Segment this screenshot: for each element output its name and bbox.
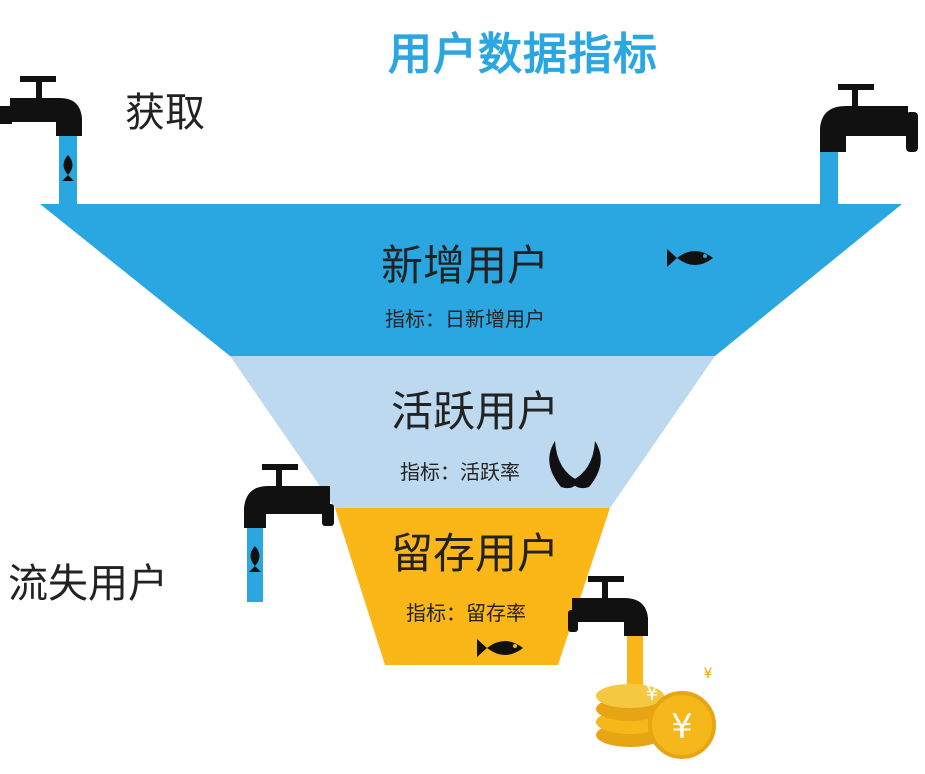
twin-fish-icon [547, 435, 603, 491]
inflow-stream-right [820, 152, 838, 206]
faucet-icon [244, 464, 334, 528]
tier-retained-users-metric: 指标：留存率 [406, 601, 526, 625]
faucet-icon [568, 576, 648, 636]
svg-text:¥: ¥ [704, 666, 713, 682]
churn-label: 流失用户 [8, 561, 168, 607]
fish-icon [249, 546, 261, 572]
tier-retained-users-title: 留存用户 [390, 529, 559, 578]
faucet-icon [0, 76, 82, 136]
svg-text:¥: ¥ [646, 681, 659, 705]
tier-retained-users-band [335, 508, 610, 665]
fish-icon [477, 639, 523, 657]
tier-new-users-metric: 指标：日新增用户 [385, 307, 545, 331]
money-stream [627, 632, 643, 692]
tier-active-users-title: 活跃用户 [390, 387, 559, 436]
svg-text:¥: ¥ [671, 707, 693, 747]
tier-new-users-title: 新增用户 [380, 241, 549, 290]
acquire-label: 获取 [125, 90, 205, 136]
coin-stack-icon: ¥ ¥ ¥ [596, 666, 716, 759]
faucet-icon [820, 84, 918, 152]
fish-icon [667, 249, 713, 267]
tier-active-users-metric: 指标：活跃率 [400, 460, 520, 484]
tier-new-users-band [40, 204, 902, 356]
diagram-title: 用户数据指标 [388, 29, 658, 80]
fish-icon [62, 155, 74, 181]
